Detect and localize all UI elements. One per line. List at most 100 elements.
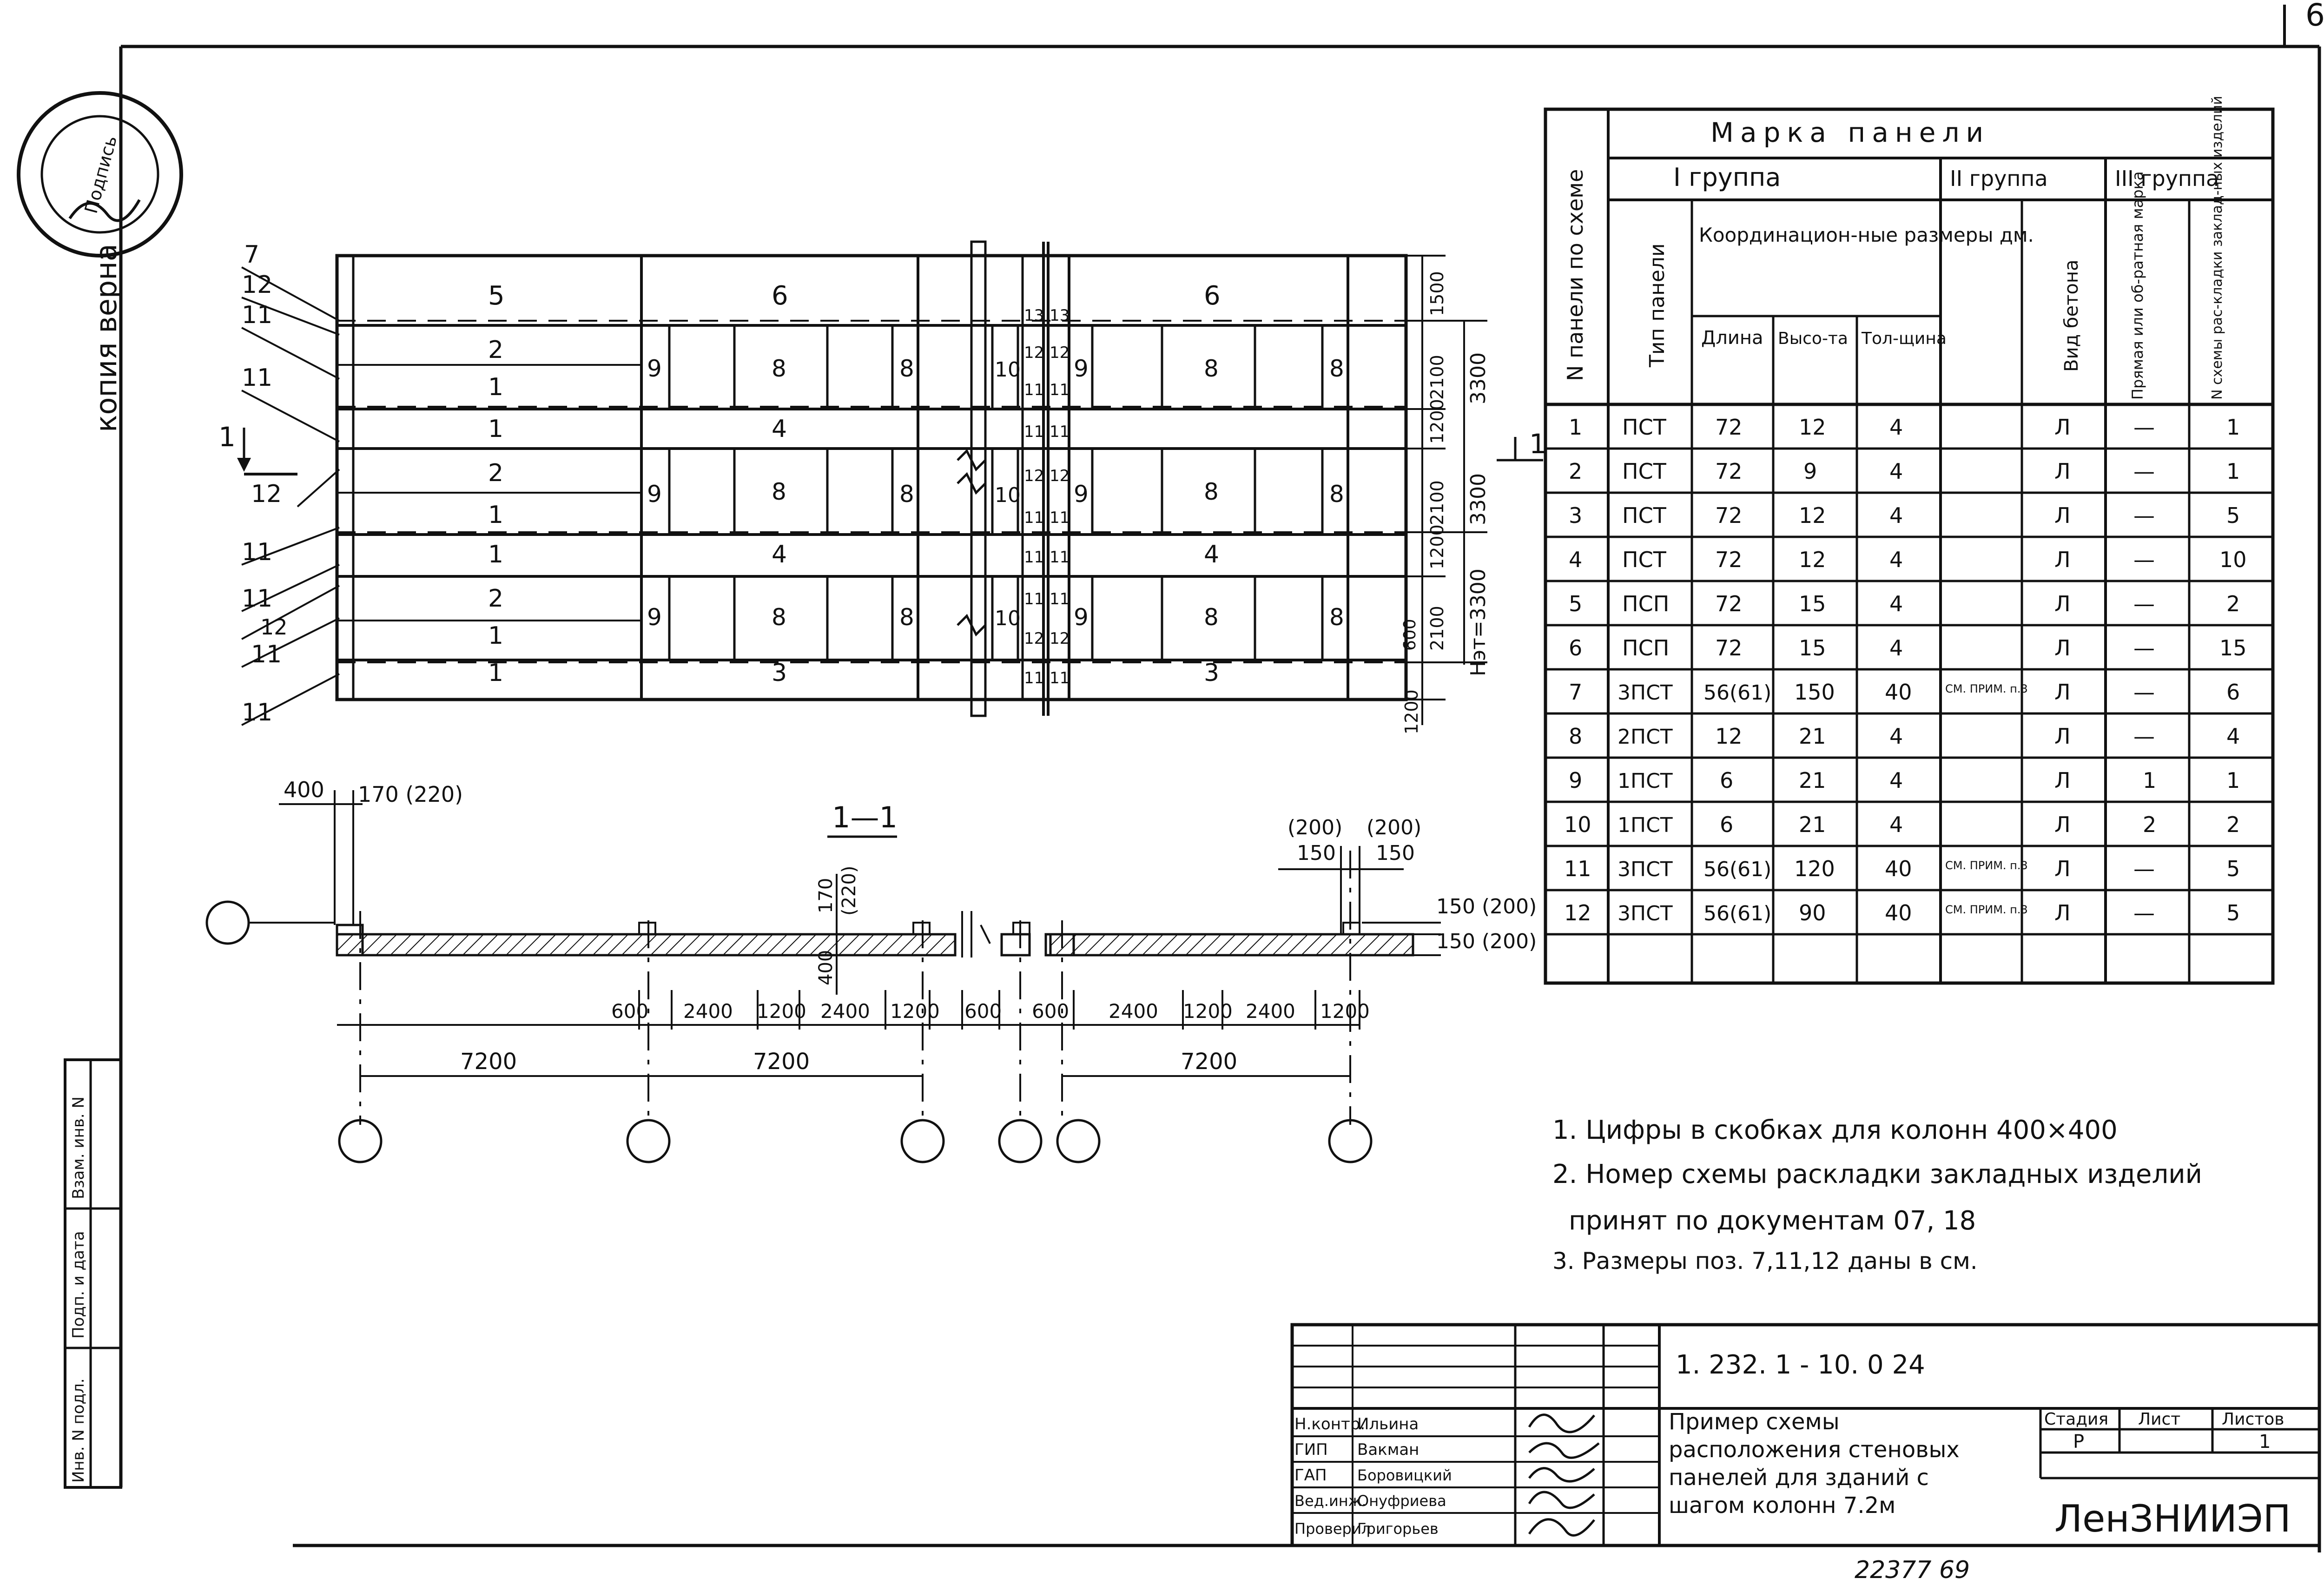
dim-right: 1200: [1401, 689, 1422, 734]
sheet-label: Лист: [2138, 1410, 2180, 1429]
bottom-number: 22377 69: [1855, 1556, 1970, 1584]
table-row: 1 ПСТ 72 12 4 Л — 1: [1569, 415, 2240, 440]
svg-text:21: 21: [1799, 724, 1826, 749]
callout-label: 7: [244, 241, 259, 269]
svg-text:1ПСТ: 1ПСТ: [1618, 769, 1673, 793]
svg-text:4: 4: [1569, 547, 1582, 572]
svg-text:4: 4: [1889, 635, 1903, 660]
signer-name: Онуфриева: [1357, 1492, 1446, 1510]
callout-label: 11: [251, 641, 282, 668]
callout-label: 11: [242, 364, 272, 392]
svg-text:ПСТ: ПСТ: [1622, 459, 1667, 484]
column-cell-label: 12: [1050, 629, 1070, 648]
svg-text:4: 4: [1889, 547, 1903, 572]
role-label: ГИП: [1294, 1440, 1328, 1459]
row-label: 2: [488, 336, 503, 364]
table-col-n: N панели по схеме: [1563, 169, 1588, 381]
role-label: Вед.инж.: [1294, 1492, 1367, 1510]
svg-text:Л: Л: [2054, 547, 2071, 572]
svg-text:—: —: [2133, 724, 2155, 749]
note-line: 2. Номер схемы раскладки закладных издел…: [1552, 1159, 2202, 1189]
svg-text:—: —: [2133, 503, 2155, 528]
svg-text:4: 4: [1889, 812, 1903, 837]
window-label: 10: [995, 607, 1021, 630]
elevation: 5 6 6 2 1 1 2 1 1 2 1 1 4 4 4 3 3 9 8 8 …: [218, 240, 1546, 734]
svg-text:72: 72: [1715, 591, 1743, 616]
window-label: 8: [1329, 604, 1344, 631]
column-cell-label: 11: [1050, 423, 1070, 441]
svg-text:56(61): 56(61): [1703, 681, 1771, 705]
note-line: 3. Размеры поз. 7,11,12 даны в см.: [1552, 1248, 1978, 1275]
table-row: 5 ПСП 72 15 4 Л — 2: [1569, 591, 2240, 616]
svg-text:3ПСТ: 3ПСТ: [1618, 858, 1673, 881]
org-name: ЛенЗНИИЭП: [2054, 1497, 2291, 1540]
dim-right: 2100: [1427, 355, 1447, 400]
svg-text:4: 4: [1889, 724, 1903, 749]
table-row: 11 3ПСТ 56(61) 120 40 СМ. ПРИМ. п.3 Л — …: [1564, 856, 2240, 881]
bay-label: 5: [488, 281, 505, 311]
svg-text:5: 5: [2226, 900, 2240, 925]
column-cell-label: 11: [1050, 509, 1070, 527]
span-dim: 7200: [753, 1049, 810, 1075]
svg-text:1: 1: [1569, 415, 1582, 440]
section-dim-mid: 400: [815, 950, 837, 985]
section-dim-right-top: (200): [1287, 816, 1342, 839]
table-group3: III группа: [2115, 166, 2219, 191]
table-group2: II группа: [1950, 166, 2048, 191]
table-thick-header: Тол-щина: [1861, 329, 1947, 348]
svg-text:4: 4: [1889, 459, 1903, 484]
table-scheme-header: N схемы рас-кладки заклад-ных изделий: [2209, 96, 2225, 400]
dim-right: 1200: [1427, 399, 1447, 444]
row-label: 1: [488, 415, 503, 443]
table-height-header: Высо-та: [1778, 329, 1848, 348]
left-strip-sign: Подп. и дата: [69, 1231, 88, 1339]
zone-label: 3: [772, 659, 787, 687]
svg-text:Л: Л: [2054, 459, 2071, 484]
title-block: 1. 232. 1 - 10. 0 24 Пример схемы распол…: [1290, 1323, 2321, 1547]
window-label: 8: [899, 604, 914, 631]
window-label: 8: [1204, 478, 1219, 505]
section-dim-mid: 170: [815, 878, 837, 913]
window-label: 8: [1329, 355, 1344, 382]
svg-text:3: 3: [1569, 503, 1582, 528]
svg-text:10: 10: [2219, 547, 2247, 572]
section-title: 1—1: [832, 800, 898, 834]
window-label: 9: [1074, 355, 1089, 382]
left-strip-replace: Взам. инв. N: [69, 1096, 88, 1199]
window-label: 8: [772, 478, 786, 505]
sheets-label: Листов: [2222, 1410, 2284, 1429]
doc-code: 1. 232. 1 - 10. 0 24: [1676, 1350, 1925, 1380]
section-marker: 1: [218, 421, 236, 453]
dim-right: 600: [1400, 619, 1419, 651]
svg-text:12: 12: [1799, 547, 1826, 572]
zone-label: 4: [772, 415, 787, 443]
column-cell-label: 11: [1050, 381, 1070, 399]
window-label: 8: [1329, 481, 1344, 508]
svg-text:90: 90: [1799, 900, 1826, 925]
svg-text:9: 9: [1569, 768, 1582, 793]
svg-text:40: 40: [1885, 856, 1912, 881]
row-label: 2: [488, 459, 503, 487]
svg-text:7: 7: [1569, 680, 1582, 705]
doc-description: шагом колонн 7.2м: [1669, 1493, 1895, 1519]
svg-text:1: 1: [2226, 459, 2240, 484]
svg-text:СМ. ПРИМ. п.3: СМ. ПРИМ. п.3: [1945, 859, 2028, 872]
svg-text:Л: Л: [2054, 856, 2071, 881]
svg-text:15: 15: [1799, 635, 1826, 660]
callout-label: 12: [242, 271, 272, 299]
table-row: 8 2ПСТ 12 21 4 Л — 4: [1569, 724, 2240, 749]
column-cell-label: 11: [1024, 590, 1044, 608]
svg-text:1ПСТ: 1ПСТ: [1618, 813, 1673, 837]
table-row: 3 ПСТ 72 12 4 Л — 5: [1569, 503, 2240, 528]
window-label: 9: [1074, 481, 1089, 508]
svg-text:ПСТ: ПСТ: [1622, 547, 1667, 572]
page-number: 68: [2305, 0, 2324, 33]
dim-right: 1200: [1427, 524, 1447, 569]
svg-text:Л: Л: [2054, 724, 2071, 749]
svg-text:3ПСТ: 3ПСТ: [1618, 902, 1673, 925]
table-direct-header: Прямая или об-ратная марка: [2129, 172, 2146, 400]
section-dim-bottom: 1200: [757, 1000, 806, 1023]
table-row: 12 3ПСТ 56(61) 90 40 СМ. ПРИМ. п.3 Л — 5: [1564, 900, 2240, 925]
svg-text:ПСП: ПСП: [1622, 635, 1669, 660]
